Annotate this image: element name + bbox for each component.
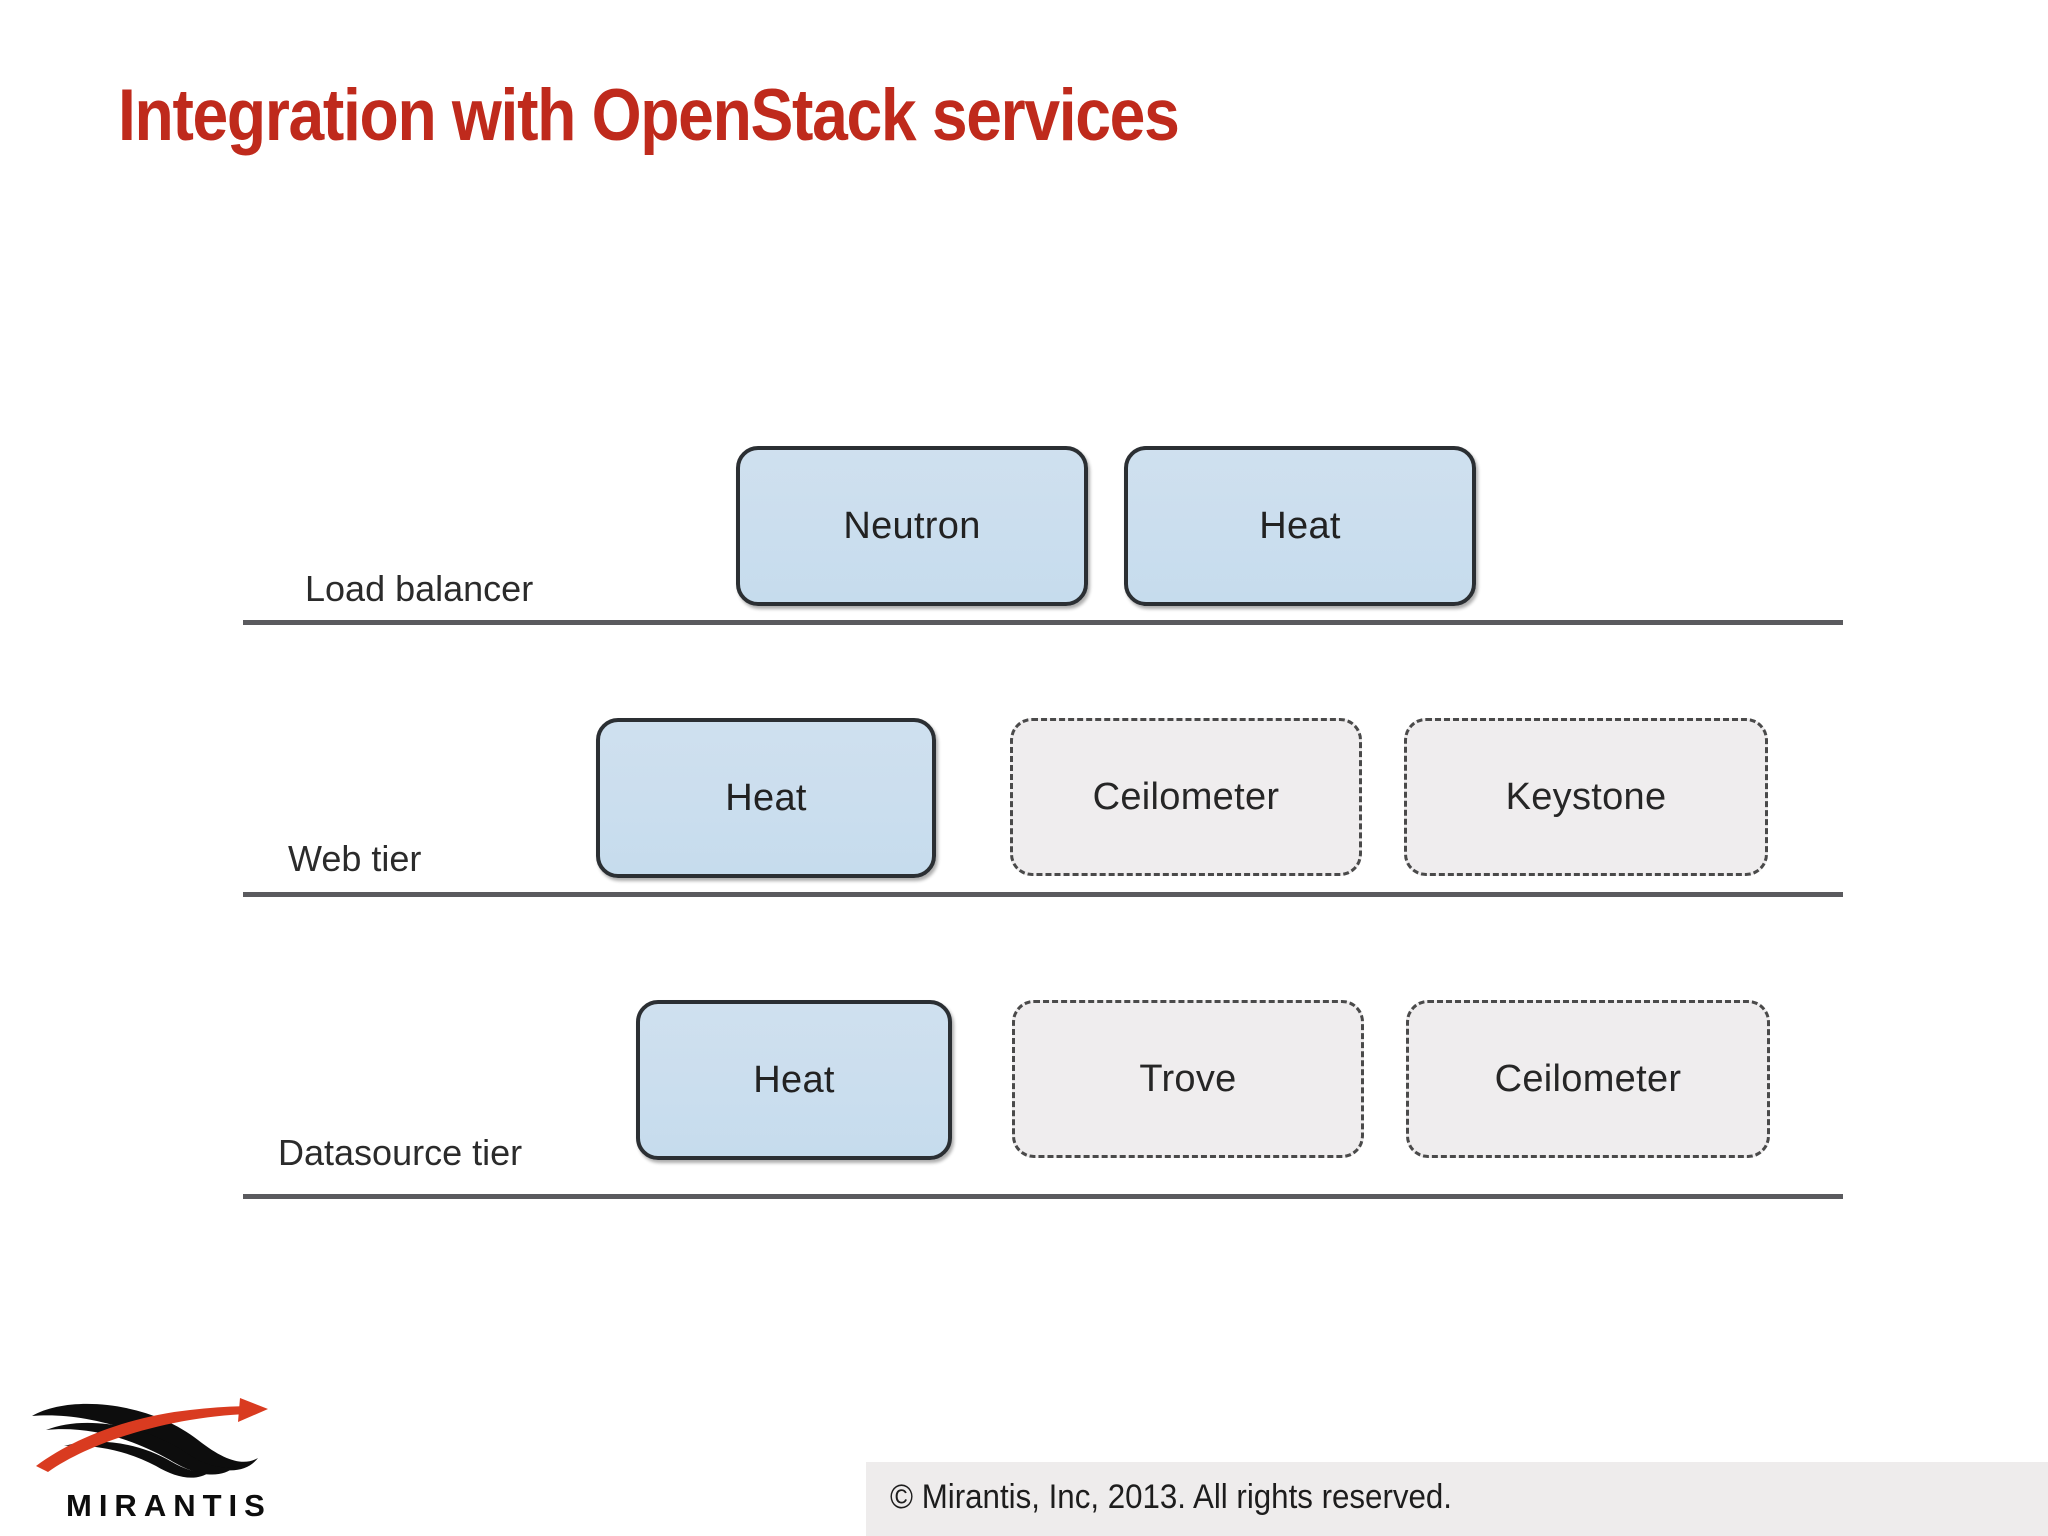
node-label: Ceilometer <box>1092 775 1280 818</box>
node-label: Heat <box>725 776 807 819</box>
mirantis-logo: MIRANTIS <box>30 1396 270 1528</box>
node-label: Heat <box>1259 504 1341 547</box>
node-ceilometer-datasource-tier[interactable]: Ceilometer <box>1406 1000 1770 1158</box>
tier-divider-load-balancer <box>243 620 1843 625</box>
tier-label-datasource-tier: Datasource tier <box>278 1132 523 1173</box>
node-heat-datasource-tier[interactable]: Heat <box>636 1000 952 1160</box>
node-label: Keystone <box>1505 775 1667 818</box>
footer-band <box>866 1462 2048 1536</box>
tier-divider-web-tier <box>243 892 1843 897</box>
node-ceilometer-web-tier[interactable]: Ceilometer <box>1010 718 1362 876</box>
node-label: Ceilometer <box>1494 1057 1682 1100</box>
copyright-text: © Mirantis, Inc, 2013. All rights reserv… <box>890 1478 1452 1516</box>
node-neutron-load-balancer[interactable]: Neutron <box>736 446 1088 606</box>
tier-label-web-tier: Web tier <box>288 838 422 879</box>
node-heat-load-balancer[interactable]: Heat <box>1124 446 1476 606</box>
node-trove-datasource-tier[interactable]: Trove <box>1012 1000 1364 1158</box>
node-label: Heat <box>753 1058 835 1101</box>
mirantis-wordmark: MIRANTIS <box>66 1488 272 1523</box>
tier-divider-datasource-tier <box>243 1194 1843 1199</box>
node-heat-web-tier[interactable]: Heat <box>596 718 936 878</box>
architecture-diagram: Load balancer Neutron Heat Web tier Heat… <box>243 446 1843 1199</box>
tier-label-load-balancer: Load balancer <box>305 568 534 609</box>
node-label: Trove <box>1139 1057 1237 1100</box>
page-title: Integration with OpenStack services <box>118 75 1180 156</box>
node-label: Neutron <box>843 504 981 547</box>
mirantis-swoosh-icon <box>32 1398 268 1478</box>
node-keystone-web-tier[interactable]: Keystone <box>1404 718 1768 876</box>
